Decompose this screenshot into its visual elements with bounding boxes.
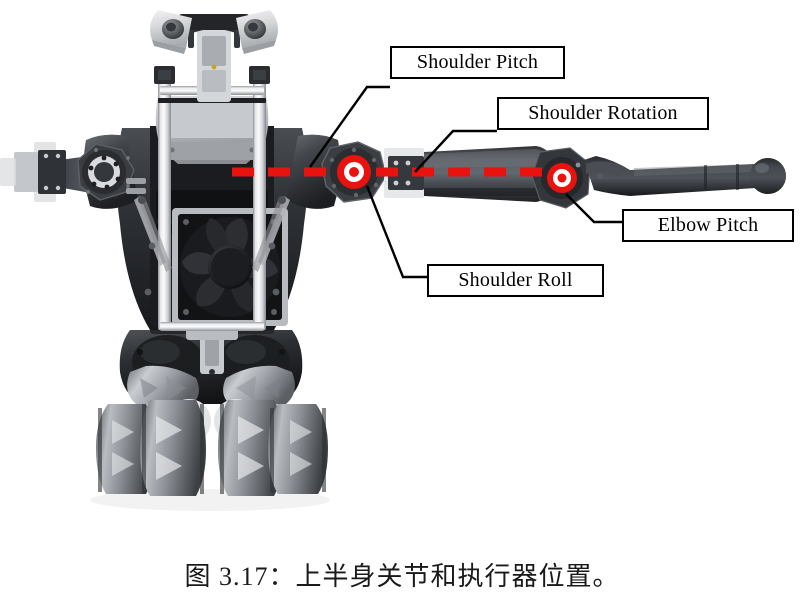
callout-shoulder-roll-label: Shoulder Roll	[458, 269, 573, 291]
camera-pod-right	[236, 10, 278, 54]
wheel-assembly-left-inner	[140, 400, 206, 496]
callout-elbow-pitch: Elbow Pitch	[622, 209, 794, 242]
leader-line-shoulder-pitch	[309, 85, 390, 168]
callout-elbow-pitch-label: Elbow Pitch	[657, 214, 759, 236]
callout-shoulder-pitch: Shoulder Pitch	[390, 46, 565, 79]
head-module	[188, 20, 240, 102]
callout-shoulder-rotation: Shoulder Rotation	[497, 97, 709, 130]
callout-shoulder-pitch-label: Shoulder Pitch	[416, 51, 539, 73]
figure-caption: 图 3.17：上半身关节和执行器位置。	[184, 562, 620, 591]
callout-shoulder-rotation-label: Shoulder Rotation	[528, 102, 678, 124]
wheel-assembly-right-outer	[268, 404, 328, 494]
joint-marker-elbow	[547, 163, 577, 193]
robot-torso	[83, 10, 341, 331]
robot-lower-body	[96, 318, 328, 496]
camera-pod-left	[150, 10, 192, 54]
robot-left-arm	[0, 142, 146, 202]
leader-line-elbow-pitch	[565, 193, 622, 224]
leader-line-shoulder-rotation	[414, 129, 497, 173]
leader-line-shoulder-roll	[365, 185, 427, 279]
joint-marker-shoulder	[337, 155, 371, 189]
callout-shoulder-roll: Shoulder Roll	[427, 264, 604, 297]
wheel-assembly-right-inner	[218, 400, 284, 496]
